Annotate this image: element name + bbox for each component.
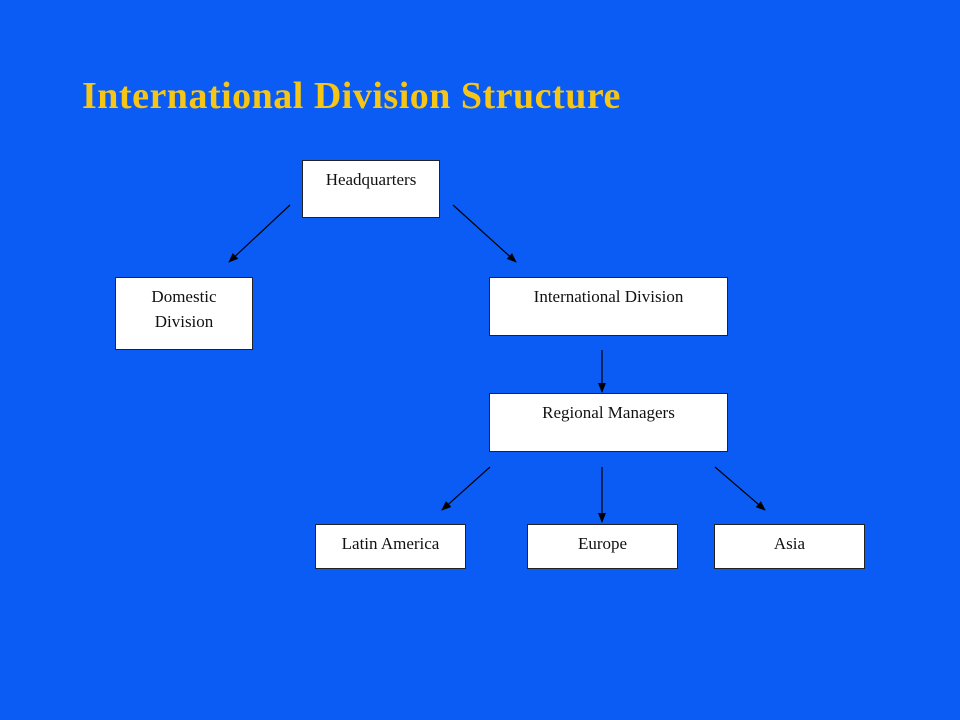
node-latin-america: Latin America <box>315 524 466 569</box>
node-headquarters-label: Headquarters <box>325 170 417 189</box>
node-international-division-label: International Division <box>533 287 684 306</box>
node-headquarters: Headquarters <box>302 160 440 218</box>
node-asia-label: Asia <box>773 534 806 553</box>
node-asia: Asia <box>714 524 865 569</box>
slide-title: International Division Structure <box>82 75 621 117</box>
node-latin-america-label: Latin America <box>341 534 440 553</box>
node-regional-managers-label: Regional Managers <box>542 403 675 422</box>
node-international-division: International Division <box>489 277 728 336</box>
node-europe-label: Europe <box>577 534 628 553</box>
node-europe: Europe <box>527 524 678 569</box>
node-domestic-division-label-line2: Division <box>154 312 214 331</box>
arrow-headquarters-to-international <box>452 204 517 263</box>
arrow-regional-to-latin-america <box>441 466 491 511</box>
node-regional-managers: Regional Managers <box>489 393 728 452</box>
node-domestic-division: Domestic Division <box>115 277 253 350</box>
node-domestic-division-label-line1: Domestic <box>151 287 217 306</box>
arrow-regional-to-asia <box>714 466 766 511</box>
arrow-headquarters-to-domestic <box>228 204 291 263</box>
